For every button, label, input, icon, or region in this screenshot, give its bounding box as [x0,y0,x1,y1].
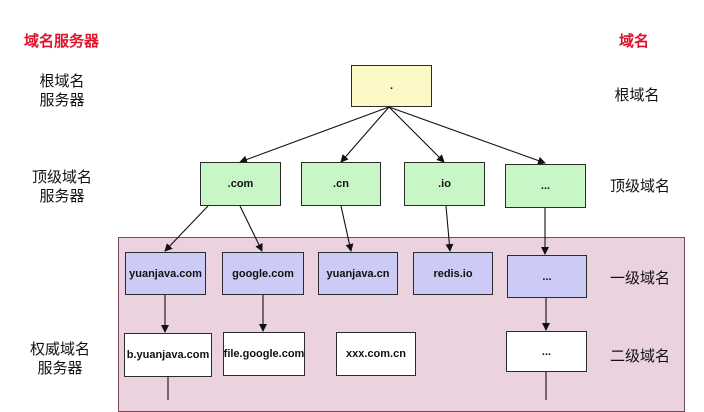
edge-io-redis [445,205,454,252]
root-server-label: 根域名 服务器 [39,73,85,109]
second-node-yuanjava-cn: yuanjava.cn [318,252,398,295]
server-column-header: 域名服务器 [24,33,100,50]
edge-com-google [239,205,263,252]
tld-node-cn: .cn [301,162,381,206]
second-node-other: ... [507,255,587,298]
hierarchy-edges [161,106,550,400]
edge-cn-yuanjava [340,205,354,252]
edge-root-other [388,106,546,165]
tld-node-com: .com [200,162,281,206]
second-node-redis-io: redis.io [413,252,493,295]
second-node-google-com: google.com [222,252,304,295]
authoritative-server-region [118,237,685,412]
root-node: . [351,65,432,107]
edge-root-io [388,106,445,163]
third-node-other: ... [506,331,587,372]
third-node-xxx-com-cn: xxx.com.cn [336,332,416,376]
second-level-label: 一级域名 [609,270,670,287]
tld-node-io: .io [404,162,485,206]
root-level-label: 根域名 [614,87,660,104]
third-level-label: 二级域名 [609,348,670,365]
authoritative-server-label: 权威域名 服务器 [29,341,90,377]
tld-server-label: 顶级域名 服务器 [31,169,92,205]
third-node-file-google-com: file.google.com [223,332,305,376]
edge-com-yuanjava [164,205,209,252]
domain-column-header: 域名 [619,33,650,50]
tld-level-label: 顶级域名 [609,178,670,195]
second-node-yuanjava-com: yuanjava.com [125,252,206,295]
tld-node-other: ... [505,164,586,208]
third-node-b-yuanjava-com: b.yuanjava.com [124,333,212,377]
edge-root-com [239,106,390,164]
edge-root-cn [340,106,390,163]
